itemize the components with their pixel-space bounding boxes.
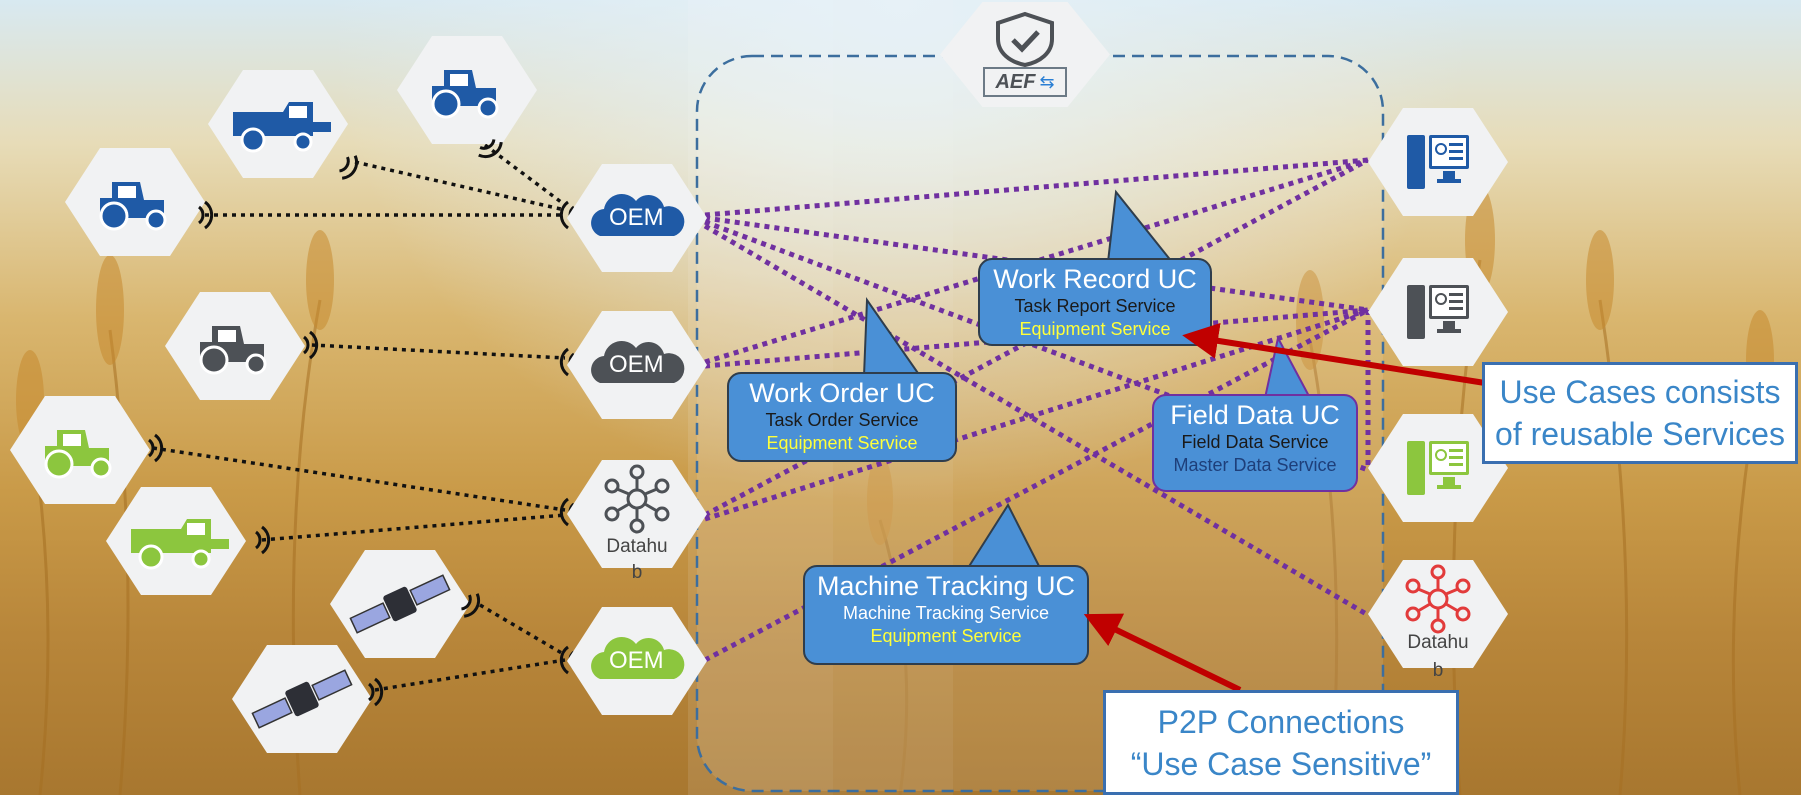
datahub-label-line2: b — [631, 562, 643, 583]
cloud-icon — [591, 636, 685, 679]
uc-title: Work Order UC — [749, 378, 935, 408]
tractor-icon — [99, 182, 167, 231]
datahub-label-line1: Datahu — [606, 536, 668, 557]
wireless-links — [152, 143, 567, 692]
satellite-icon — [349, 574, 451, 634]
tractor-icon — [44, 430, 112, 479]
cloud-icon — [591, 340, 685, 383]
computer-icon — [1407, 285, 1469, 339]
uc-bubble-work-order: Work Order UC Task Order Service Equipme… — [727, 372, 957, 462]
server-node — [1368, 108, 1508, 216]
aef-logo: AEF ⇆ — [975, 7, 1075, 102]
uc-service: Task Order Service — [765, 410, 919, 430]
tractor-icon — [199, 326, 267, 375]
callout-line: “Use Case Sensitive” — [1130, 746, 1432, 782]
uc-service: Machine Tracking Service — [842, 603, 1050, 623]
uc-bubble-machine-tracking: Machine Tracking UC Machine Tracking Ser… — [803, 565, 1089, 665]
callout-line: of reusable Services — [1495, 416, 1785, 452]
uc-service: Field Data Service — [1181, 432, 1329, 452]
datahub-label-line2: b — [1432, 660, 1444, 681]
callout-line: P2P Connections — [1157, 704, 1405, 740]
uc-service: Equipment Service — [1019, 319, 1171, 339]
datahub-node: Datahu — [1368, 560, 1508, 668]
uc-service: Equipment Service — [766, 433, 918, 453]
server-node — [1368, 258, 1508, 366]
arrow-to-machine-tracking — [1083, 613, 1242, 693]
tractor-node — [10, 396, 150, 504]
callout-reusable-services: Use Cases consists of reusable Services — [1482, 362, 1798, 464]
uc-title: Machine Tracking UC — [816, 571, 1076, 601]
uc-service: Master Data Service — [1173, 455, 1337, 475]
arrow-to-work-record — [1182, 323, 1486, 386]
uc-bubble-work-record: Work Record UC Task Report Service Equip… — [978, 258, 1212, 346]
callout-line: Use Cases consists — [1499, 374, 1781, 410]
network-hub-icon — [604, 464, 670, 534]
combine-harvester-icon — [233, 102, 331, 153]
satellite-node — [330, 550, 470, 658]
uc-title: Field Data UC — [1170, 400, 1340, 430]
aef-logo-text: AEF — [995, 70, 1036, 93]
tractor-icon — [431, 70, 499, 119]
cloud-icon — [591, 193, 685, 236]
computer-icon — [1407, 441, 1469, 495]
datahub-label-line1: Datahu — [1407, 632, 1469, 653]
shield-check-icon — [996, 11, 1054, 67]
satellite-icon — [251, 669, 353, 729]
oem-label: OEM — [609, 647, 664, 674]
uc-title: Work Record UC — [993, 264, 1197, 294]
uc-service: Equipment Service — [870, 626, 1022, 646]
uc-service: Task Report Service — [1014, 296, 1176, 316]
computer-icon — [1407, 135, 1469, 189]
combine-harvester-icon — [131, 519, 229, 570]
uc-bubble-field-data: Field Data UC Field Data Service Master … — [1152, 394, 1358, 492]
oem-label: OEM — [609, 351, 664, 378]
network-hub-icon — [1405, 564, 1471, 634]
swap-arrows-icon: ⇆ — [1039, 71, 1055, 92]
callout-p2p-connections: P2P Connections “Use Case Sensitive” — [1103, 690, 1459, 795]
aef-wordmark: AEF ⇆ — [983, 67, 1067, 97]
oem-label: OEM — [609, 204, 664, 231]
